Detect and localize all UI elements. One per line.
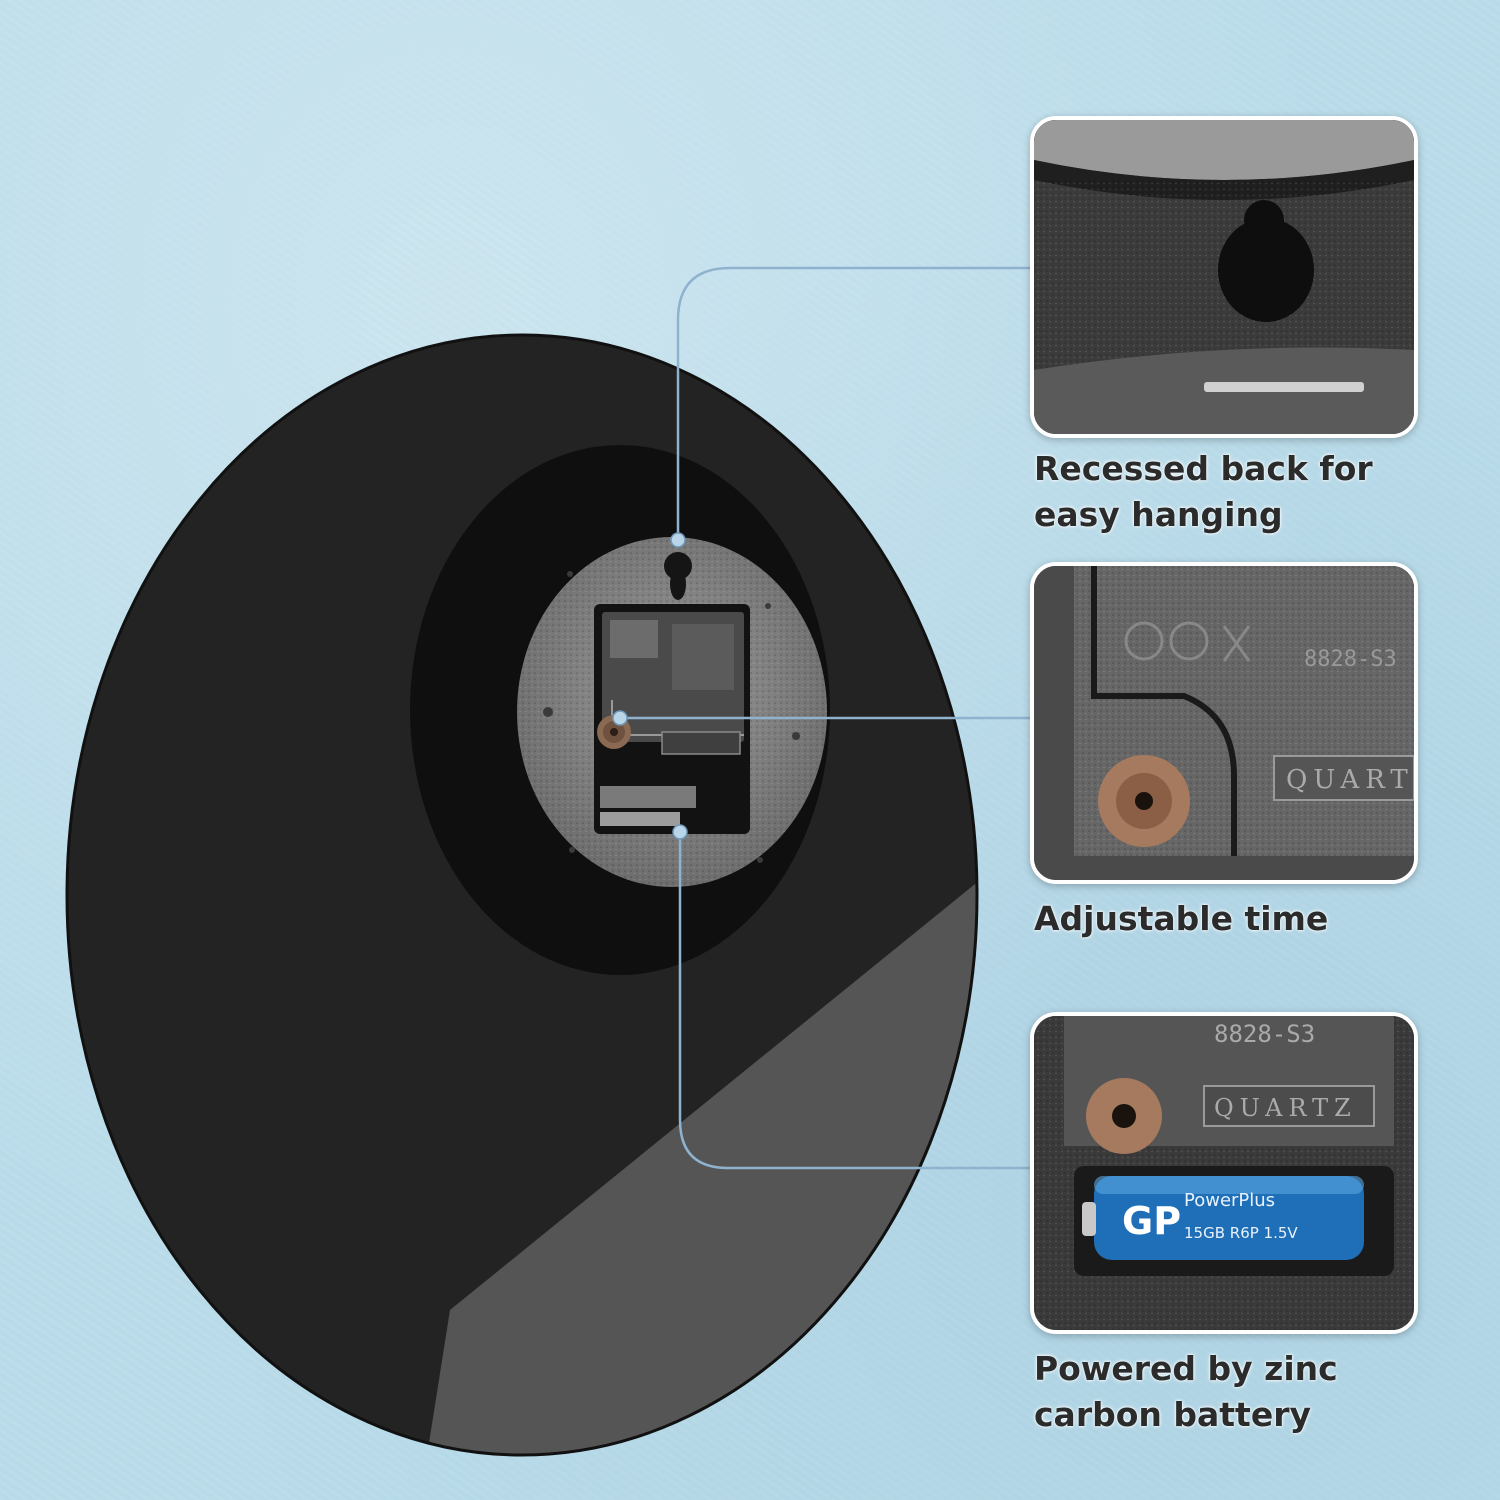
battery-brand-line: PowerPlus xyxy=(1184,1190,1275,1211)
screw-holes xyxy=(543,571,800,863)
battery-closeup: 8828-S3 QUARTZ GP PowerPlus 15GB R6P 1.5… xyxy=(1034,1016,1414,1330)
disc-rim xyxy=(65,333,979,1457)
keyhole-hanger xyxy=(664,552,692,600)
caption-adjustable-time: Adjustable time xyxy=(1034,896,1474,942)
aa-battery: GP PowerPlus 15GB R6P 1.5V xyxy=(1082,1176,1364,1260)
callout-photo-battery: 8828-S3 QUARTZ GP PowerPlus 15GB R6P 1.5… xyxy=(1030,1012,1418,1334)
connector-dots xyxy=(612,532,688,840)
caption-recessed-back: Recessed back for easy hanging xyxy=(1034,446,1474,538)
connector-lines xyxy=(620,266,1030,1170)
moulded-marks xyxy=(1124,621,1251,662)
callout-photo-time-wheel: QUARTZ 8828-S3 xyxy=(1030,562,1418,884)
quartz-label-closeup: QUARTZ xyxy=(1286,765,1414,795)
time-wheel-icon-small xyxy=(1086,1078,1162,1154)
time-wheel-closeup: QUARTZ 8828-S3 xyxy=(1034,566,1414,880)
caption-line: carbon battery xyxy=(1034,1395,1311,1434)
caption-line: Adjustable time xyxy=(1034,899,1329,938)
caption-battery: Powered by zinc carbon battery xyxy=(1034,1346,1474,1438)
battery-spec: 15GB R6P 1.5V xyxy=(1184,1224,1298,1242)
caption-line: easy hanging xyxy=(1034,495,1283,534)
model-label-closeup: 8828-S3 xyxy=(1304,647,1397,672)
battery-logo: GP xyxy=(1122,1199,1181,1243)
model-label-battery: 8828-S3 xyxy=(1214,1020,1315,1048)
caption-line: Recessed back for xyxy=(1034,449,1373,488)
caption-line: Powered by zinc xyxy=(1034,1349,1338,1388)
quartz-label-battery: QUARTZ xyxy=(1214,1094,1357,1122)
keyhole-closeup xyxy=(1034,120,1414,434)
callout-photo-keyhole xyxy=(1030,116,1418,438)
time-wheel-icon xyxy=(1098,755,1190,847)
